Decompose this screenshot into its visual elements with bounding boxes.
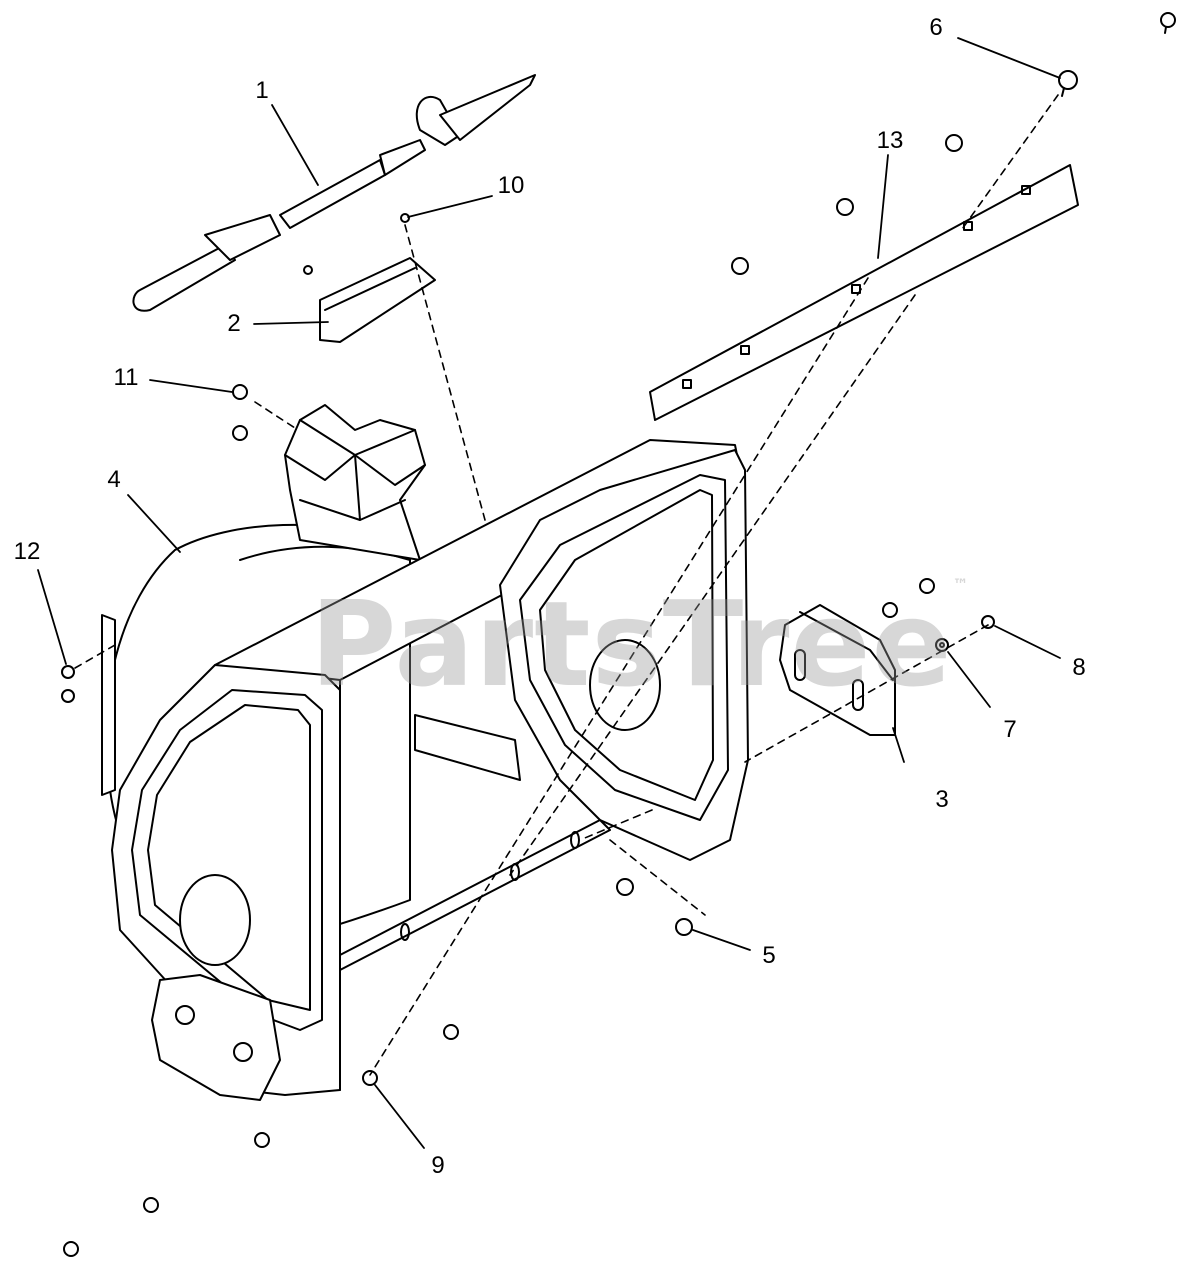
callout-13: 13	[876, 127, 904, 154]
callout-12: 12	[13, 538, 41, 565]
skid-shoe	[779, 604, 896, 736]
callout-leaders	[37, 37, 1061, 1149]
callout-1: 1	[255, 77, 269, 104]
chute-crank	[132, 74, 536, 312]
callout-4: 4	[107, 466, 121, 493]
callout-7: 7	[1003, 716, 1017, 743]
dashed-alignment-lines	[74, 94, 1059, 1076]
callout-5: 5	[762, 942, 776, 969]
callout-3: 3	[935, 786, 949, 813]
callout-10: 10	[497, 172, 525, 199]
callout-9: 9	[431, 1152, 445, 1179]
housing-frame	[101, 439, 749, 1101]
chute-base	[284, 404, 426, 561]
callout-8: 8	[1072, 654, 1086, 681]
scraper-bar	[649, 164, 1079, 421]
hardware	[61, 12, 1176, 1257]
crank-bracket	[319, 257, 436, 343]
callout-11: 11	[113, 364, 139, 391]
callout-6: 6	[929, 14, 943, 41]
callout-2: 2	[227, 310, 241, 337]
